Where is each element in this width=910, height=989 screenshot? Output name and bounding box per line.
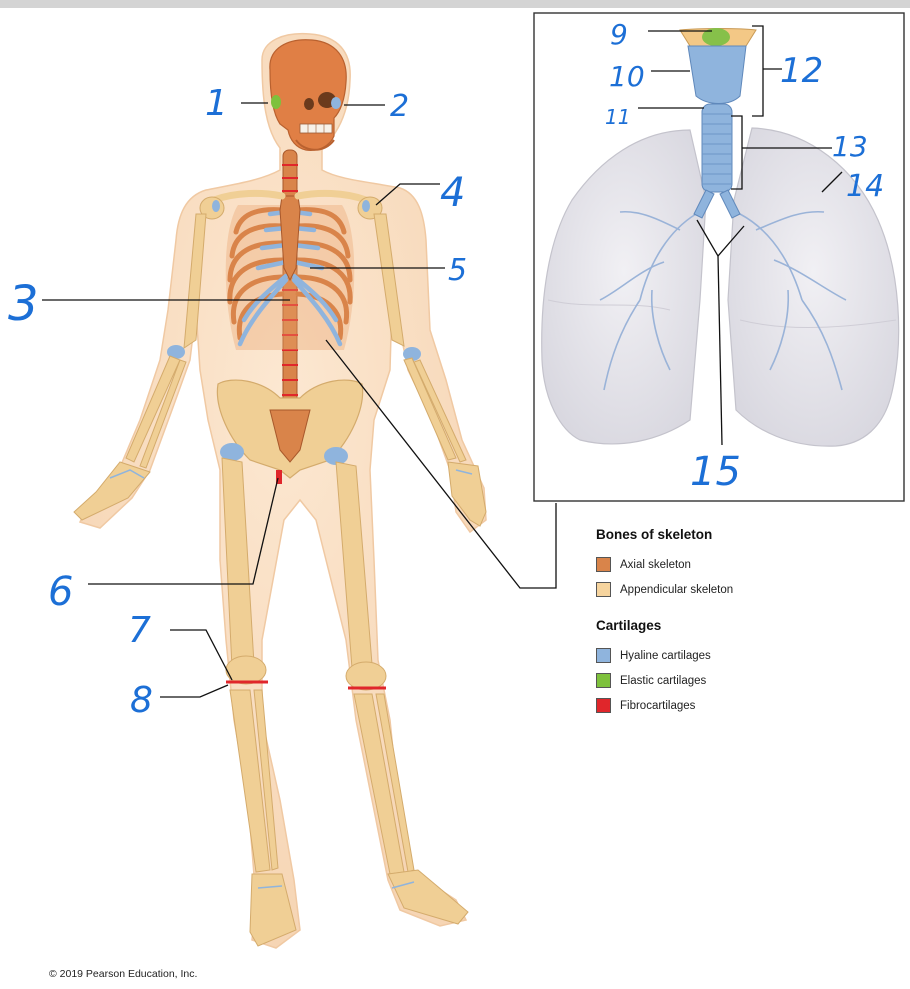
pelvis	[216, 379, 364, 484]
rib-cage	[225, 195, 355, 350]
label-2: 2	[390, 89, 409, 124]
elastic-swatch	[596, 673, 611, 688]
copyright-notice: © 2019 Pearson Education, Inc.	[49, 968, 198, 980]
label-10: 10	[609, 60, 645, 93]
legend: Bones of skeleton Axial skeleton Appendi…	[596, 527, 896, 718]
hyaline-swatch	[596, 648, 611, 663]
top-bar	[0, 0, 910, 8]
label-7: 7	[128, 610, 151, 651]
label-6: 6	[48, 569, 73, 615]
legend-item-fibro: Fibrocartilages	[596, 693, 896, 718]
appendicular-swatch	[596, 582, 611, 597]
lungs	[541, 127, 900, 447]
arms	[73, 213, 487, 527]
legend-item-axial: Axial skeleton	[596, 552, 896, 577]
label-9: 9	[610, 18, 628, 51]
legend-label-elastic: Elastic cartilages	[620, 674, 707, 687]
legend-label-appendicular: Appendicular skeleton	[620, 583, 734, 596]
legend-item-elastic: Elastic cartilages	[596, 668, 896, 693]
skull	[269, 39, 347, 151]
legs	[221, 457, 469, 947]
label-8: 8	[130, 680, 153, 721]
legend-item-appendicular: Appendicular skeleton	[596, 577, 896, 602]
label-12: 12	[780, 51, 823, 91]
larynx-trachea	[679, 28, 757, 219]
fibro-swatch	[596, 698, 611, 713]
legend-heading-cartilages: Cartilages	[596, 618, 662, 633]
leader-lines	[42, 25, 843, 698]
label-4: 4	[440, 170, 465, 216]
legend-item-hyaline: Hyaline cartilages	[596, 643, 896, 668]
label-13: 13	[832, 130, 868, 163]
label-1: 1	[205, 83, 228, 124]
axial-swatch	[596, 557, 611, 572]
legend-label-axial: Axial skeleton	[620, 558, 691, 571]
legend-label-fibro: Fibrocartilages	[620, 699, 696, 712]
label-11: 11	[605, 105, 630, 129]
label-15: 15	[690, 449, 741, 495]
label-5: 5	[448, 253, 467, 288]
label-3: 3	[8, 276, 39, 332]
label-14: 14	[846, 169, 884, 204]
number-labels: 1 2 3 4 5 6 7 8 9 10 11 12 13 14 15	[8, 18, 884, 721]
legend-label-hyaline: Hyaline cartilages	[620, 649, 711, 662]
legend-heading-bones: Bones of skeleton	[596, 527, 713, 542]
